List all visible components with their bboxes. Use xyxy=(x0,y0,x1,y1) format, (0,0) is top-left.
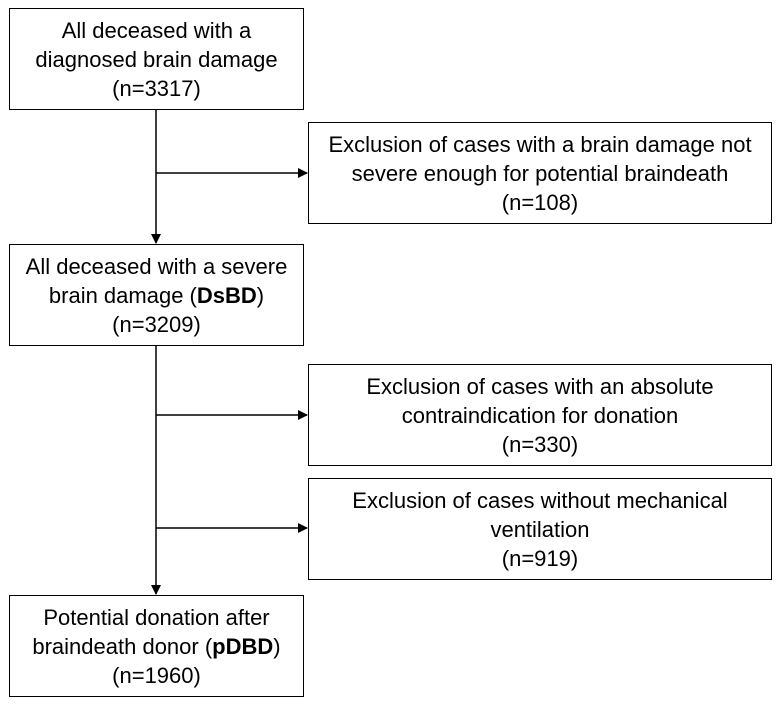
exclusion-not-severe-line1: Exclusion of cases with a brain damage n… xyxy=(328,131,752,157)
box-all-deceased: All deceased with a diagnosed brain dama… xyxy=(9,8,304,110)
pdbd-count: (n=1960) xyxy=(112,662,201,688)
exclusion-contraindication-count: (n=330) xyxy=(501,431,579,457)
exclusion-not-severe-count: (n=108) xyxy=(501,189,579,215)
pdbd-line2: braindeath donor (pDBD) xyxy=(32,632,280,661)
dsbd-line2: brain damage (DsBD) xyxy=(49,281,264,310)
dsbd-abbreviation: DsBD xyxy=(196,282,257,308)
dsbd-line2-suffix: ) xyxy=(256,282,265,308)
exclusion-not-severe-line2: severe enough for potential braindeath xyxy=(351,160,729,186)
box-severe-brain-damage: All deceased with a severe brain damage … xyxy=(9,244,304,346)
box-exclusion-no-ventilation: Exclusion of cases without mechanical ve… xyxy=(308,478,772,580)
dsbd-line1: All deceased with a severe xyxy=(25,253,288,279)
pdbd-line2-suffix: ) xyxy=(273,633,281,659)
dsbd-count: (n=3209) xyxy=(112,311,201,337)
exclusion-no-ventilation-line1: Exclusion of cases without mechanical xyxy=(352,487,728,513)
exclusion-contraindication-line2: contraindication for donation xyxy=(401,402,679,428)
box-exclusion-not-severe: Exclusion of cases with a brain damage n… xyxy=(308,122,772,224)
dsbd-line2-prefix: brain damage ( xyxy=(48,282,197,308)
all-deceased-line2: diagnosed brain damage xyxy=(35,46,278,72)
box-exclusion-contraindication: Exclusion of cases with an absolute cont… xyxy=(308,364,772,466)
all-deceased-count: (n=3317) xyxy=(112,75,201,101)
exclusion-no-ventilation-count: (n=919) xyxy=(501,545,579,571)
all-deceased-line1: All deceased with a xyxy=(61,17,252,43)
pdbd-line2-prefix: braindeath donor ( xyxy=(32,633,213,659)
pdbd-line1: Potential donation after xyxy=(43,604,270,630)
exclusion-contraindication-line1: Exclusion of cases with an absolute xyxy=(366,373,714,399)
pdbd-abbreviation: pDBD xyxy=(212,633,274,659)
box-potential-dbd: Potential donation after braindeath dono… xyxy=(9,595,304,697)
exclusion-no-ventilation-line2: ventilation xyxy=(490,516,590,542)
